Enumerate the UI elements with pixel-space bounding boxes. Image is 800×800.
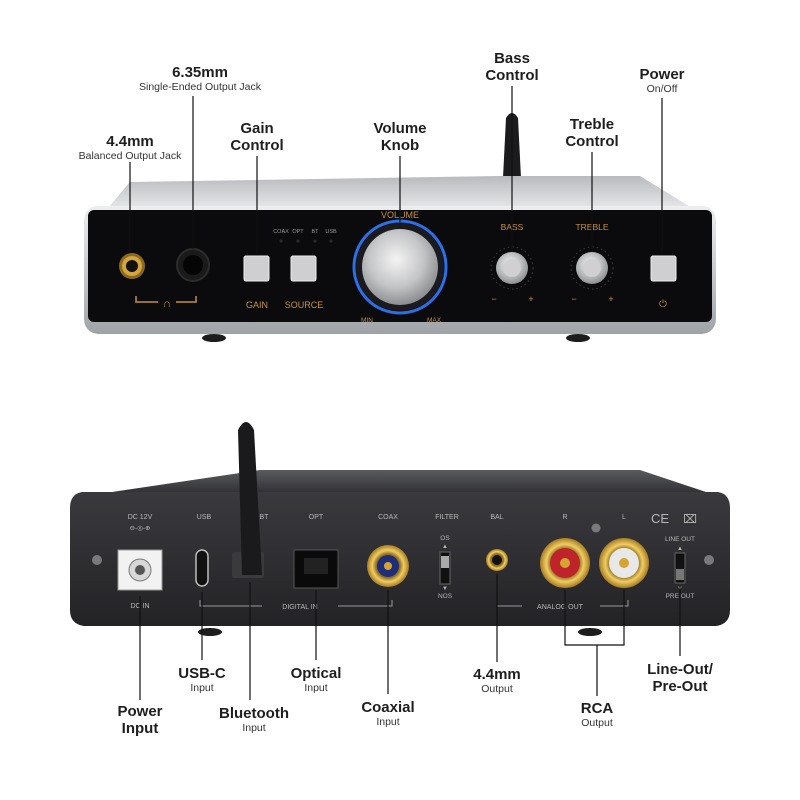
bt-label: BT (260, 514, 270, 521)
rear-foot-right (578, 628, 602, 636)
callout-power: Power On/Off (622, 66, 702, 95)
callout-title: 6.35mm (172, 64, 228, 81)
source-panel-label: SOURCE (285, 300, 324, 310)
headphone-bracket (135, 296, 197, 303)
volume-knob[interactable] (362, 229, 438, 305)
line-out-label: LINE OUT (665, 536, 695, 543)
opt-label: OPT (309, 514, 324, 521)
callout-subtitle: Input (242, 722, 266, 735)
callout-title: Line-Out/ Pre-Out (647, 661, 713, 696)
indicator-usb-label: USB (325, 229, 337, 235)
front-leader-lines (129, 86, 663, 254)
callout-bluetooth-input: Bluetooth Input (206, 705, 302, 734)
front-foot-right (566, 334, 590, 342)
filter-os-label: OS (440, 535, 450, 542)
callout-subtitle: Output (481, 683, 513, 696)
indicator-opt-label: OPT (292, 229, 304, 235)
callout-title: RCA (580, 700, 614, 717)
bluetooth-antenna (238, 422, 262, 575)
callout-title: Volume Knob (373, 120, 427, 155)
rca-r-label: R (562, 514, 567, 521)
input-indicators: COAX OPT BT USB (273, 229, 337, 235)
rear-unit: DC 12V ⊖-◎-⊕ DC IN USB BT OPT COAX FILTE… (70, 422, 730, 636)
callout-4-4mm-output: 4.4mm Output (457, 666, 537, 695)
callout-title: USB-C (178, 665, 226, 682)
callout-coaxial-input: Coaxial Input (348, 699, 428, 728)
callout-title: 4.4mm (106, 133, 154, 150)
callout-treble-control: Treble Control (552, 116, 632, 151)
rca-l-label: L (622, 514, 626, 521)
callout-subtitle: Single-Ended Output Jack (139, 81, 261, 94)
callout-subtitle: Output (581, 717, 613, 730)
power-icon: ⏻ (659, 299, 667, 310)
callout-bass-control: Bass Control (472, 50, 552, 85)
callout-gain-control: Gain Control (217, 120, 297, 155)
front-unit: ∩ COAX OPT BT USB GAIN SOURCE VOLUME MIN… (84, 113, 716, 342)
callout-subtitle: Input (376, 716, 400, 729)
dc-polarity-icon: ⊖-◎-⊕ (130, 525, 151, 532)
screw-left (92, 555, 102, 565)
callout-4-4mm-jack: 4.4mm Balanced Output Jack (66, 133, 194, 162)
bass-minus: − (491, 294, 496, 304)
usb-label: USB (197, 514, 212, 521)
callout-title: Coaxial (361, 699, 415, 716)
analog-out-label: ANALOG OUT (537, 604, 584, 611)
volume-max-label: MAX (427, 317, 442, 324)
callout-title: Bluetooth (219, 705, 289, 722)
digital-in-label: DIGITAL IN (282, 604, 317, 611)
treble-plus: + (608, 294, 613, 304)
headphone-icon: ∩ (163, 298, 171, 310)
source-button[interactable] (290, 255, 317, 282)
bass-plus: + (528, 294, 533, 304)
callout-title: Power (639, 66, 685, 83)
rear-top-surface (112, 470, 712, 494)
bal-label: BAL (490, 514, 503, 521)
svg-text:▲: ▲ (677, 546, 683, 552)
coax-label: COAX (378, 514, 398, 521)
gain-button[interactable] (243, 255, 270, 282)
filter-label: FILTER (435, 514, 459, 521)
callout-subtitle: Input (304, 682, 328, 695)
callout-subtitle: Balanced Output Jack (78, 150, 182, 163)
callout-title: 4.4mm (473, 666, 521, 683)
rear-foot-left (198, 628, 222, 636)
filter-nos-label: NOS (438, 593, 453, 600)
rear-leader-lines (139, 574, 681, 700)
svg-text:▲: ▲ (442, 544, 448, 550)
callout-usb-c-input: USB-C Input (164, 665, 240, 694)
callout-title: Gain Control (230, 120, 284, 155)
volume-min-label: MIN (361, 317, 373, 324)
svg-text:▼: ▼ (442, 586, 448, 592)
gain-panel-label: GAIN (246, 300, 268, 310)
callout-power-input: Power Input (100, 703, 180, 738)
dc-12v-label: DC 12V (128, 514, 153, 521)
screw-top (591, 523, 601, 533)
ce-mark: CE (651, 511, 669, 526)
callout-subtitle: Input (190, 682, 214, 695)
weee-icon: ⌧ (683, 512, 697, 526)
callout-rca-output: RCA Output (557, 700, 637, 729)
screw-right (704, 555, 714, 565)
callout-subtitle: On/Off (646, 83, 678, 96)
callout-title: Bass Control (485, 50, 539, 85)
treble-minus: − (571, 294, 576, 304)
front-foot-left (202, 334, 226, 342)
callout-volume-knob: Volume Knob (356, 120, 444, 155)
callout-title: Optical (290, 665, 342, 682)
callout-optical-input: Optical Input (276, 665, 356, 694)
indicator-bt-label: BT (311, 229, 319, 235)
indicator-coax-label: COAX (273, 229, 289, 235)
usb-c-port[interactable] (195, 549, 209, 587)
power-button[interactable] (650, 255, 677, 282)
callout-line-out-pre-out: Line-Out/ Pre-Out (632, 661, 728, 696)
callout-title: Treble Control (565, 116, 619, 151)
line-pre-switch[interactable] (674, 552, 686, 584)
callout-6-35mm-jack: 6.35mm Single-Ended Output Jack (130, 64, 270, 93)
callout-title: Power Input (117, 703, 163, 738)
